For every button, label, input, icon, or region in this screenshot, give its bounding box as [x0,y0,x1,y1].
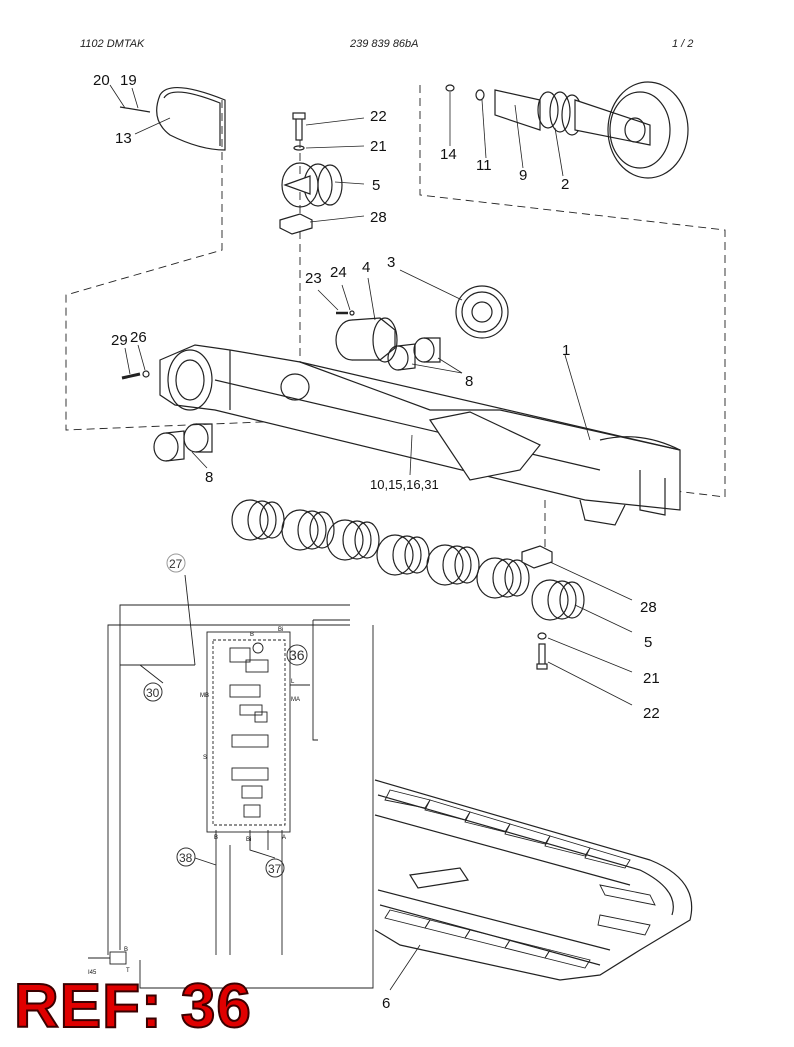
hyd-label-l: L [291,679,295,685]
callout-28-lower: 28 [640,599,657,616]
callout-11: 11 [476,157,492,174]
hyd-label-b-top: B [250,632,254,638]
callout-23: 23 [305,270,322,287]
callout-19: 19 [120,72,137,89]
lower-washer [537,632,547,640]
hydraulic-schematic [88,574,374,989]
callout-21-lower: 21 [643,670,660,687]
idler-assembly [445,81,689,179]
circled-ref-37: 37 [268,862,282,876]
callout-8-right: 8 [465,373,473,390]
callout-21-upper: 21 [370,138,387,155]
hyd-label-b-valve: B [124,947,128,953]
callout-8-left: 8 [205,469,213,486]
lower-block [521,545,553,569]
circled-ref-27: 27 [169,557,183,571]
circled-ref-36: 36 [289,647,305,663]
header-part-number: 239 839 86bA [350,38,419,50]
callout-4: 4 [362,259,370,276]
callout-9: 9 [519,167,527,184]
header-page-number: 1 / 2 [672,38,694,50]
callout-28-upper: 28 [370,209,387,226]
bushings [153,337,441,462]
sprocket [455,285,509,339]
callout-5-upper: 5 [372,177,380,194]
callout-29: 29 [111,332,128,349]
hyd-label-mb: MB [200,693,209,699]
ref-banner: REF: 36 [13,972,252,1041]
small-bolt-23 [336,310,355,316]
circled-ref-30: 30 [146,686,160,700]
callout-24: 24 [330,264,347,281]
hyd-label-a-bottom: A [282,835,286,841]
upper-block [279,213,313,235]
callout-22-lower: 22 [643,705,660,722]
callout-5-lower: 5 [644,634,652,651]
callout-10-15-16-31: 10,15,16,31 [370,477,439,492]
upper-bolt [292,112,306,151]
lower-rollers [231,499,585,621]
upper-roller [281,162,343,208]
callout-14: 14 [440,146,457,163]
callout-6: 6 [382,995,390,1012]
callout-26: 26 [130,329,147,346]
track-frame [159,344,681,526]
lower-bolt [536,643,548,670]
hyd-label-ma: MA [291,697,300,703]
callout-3: 3 [387,254,395,271]
hyd-label-i45: I45 [88,970,97,976]
drive-hub [335,317,398,363]
hyd-label-bi-bottom: Bi [246,837,251,843]
callout-2: 2 [561,176,569,193]
callout-1: 1 [562,342,570,359]
callout-13: 13 [115,130,132,147]
leader-lines [109,84,633,991]
header-doc-code: 1102 DMTAK [80,38,145,50]
hyd-label-t-valve: T [126,968,130,974]
circled-ref-38: 38 [179,851,193,865]
hyd-label-s: S [203,755,207,761]
callout-20: 20 [93,72,110,89]
hyd-label-b-bottom: B [214,835,218,841]
track-chain [374,779,693,981]
callout-22-upper: 22 [370,108,387,125]
side-bolt [121,370,150,380]
hyd-label-bi-top: Bi [278,627,283,633]
cover-plate [119,86,226,151]
